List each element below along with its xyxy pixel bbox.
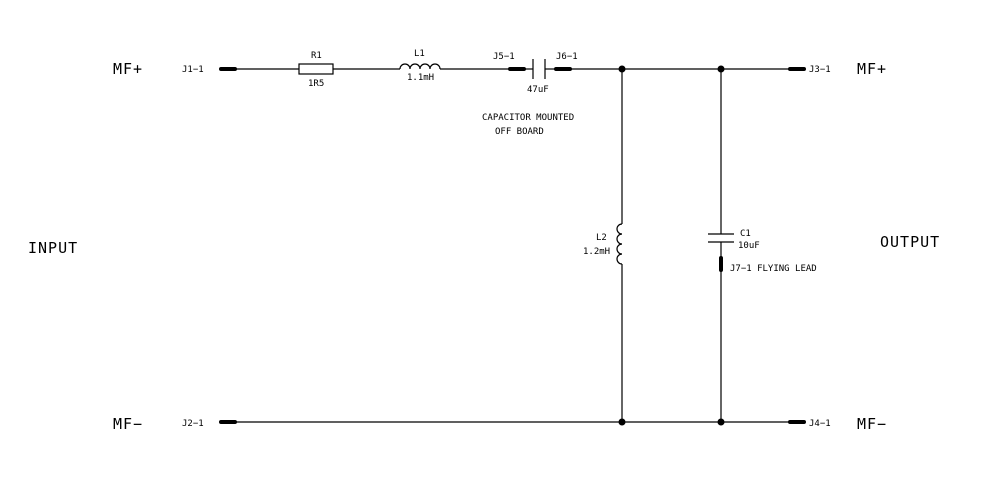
- l1-value-label: 1.1mH: [407, 73, 434, 83]
- l2-ref-label: L2: [596, 233, 607, 243]
- note-line-1: CAPACITOR MOUNTED: [482, 113, 574, 123]
- inductor-l1: [399, 63, 441, 70]
- output-negative-label: MF−: [857, 415, 887, 433]
- connector-j3-label: J3−1: [809, 65, 831, 75]
- junction-top-c1: [717, 65, 725, 73]
- output-label: OUTPUT: [880, 233, 940, 251]
- l1-ref-label: L1: [414, 49, 425, 59]
- r1-ref-label: R1: [311, 51, 322, 61]
- connector-j4-label: J4−1: [809, 419, 831, 429]
- input-label: INPUT: [28, 239, 78, 257]
- connector-j5-label: J5−1: [493, 52, 515, 62]
- resistor-r1: [298, 63, 334, 75]
- r1-value-label: 1R5: [308, 79, 324, 89]
- junction-bottom-l2: [618, 418, 626, 426]
- note-line-2: OFF BOARD: [495, 127, 544, 137]
- c1-ref-label: C1: [740, 229, 751, 239]
- input-positive-label: MF+: [113, 60, 143, 78]
- c1-value-label: 10uF: [738, 241, 760, 251]
- connector-j6-label: J6−1: [556, 52, 578, 62]
- junction-top-l2: [618, 65, 626, 73]
- input-negative-label: MF−: [113, 415, 143, 433]
- connector-j1-label: J1−1: [182, 65, 204, 75]
- junction-bottom-c1: [717, 418, 725, 426]
- inductor-l2: [616, 223, 623, 265]
- output-positive-label: MF+: [857, 60, 887, 78]
- connector-j2-label: J2−1: [182, 419, 204, 429]
- l2-value-label: 1.2mH: [583, 247, 610, 257]
- flying-lead-label: J7−1 FLYING LEAD: [730, 264, 817, 274]
- capacitor-offboard-value-label: 47uF: [527, 85, 549, 95]
